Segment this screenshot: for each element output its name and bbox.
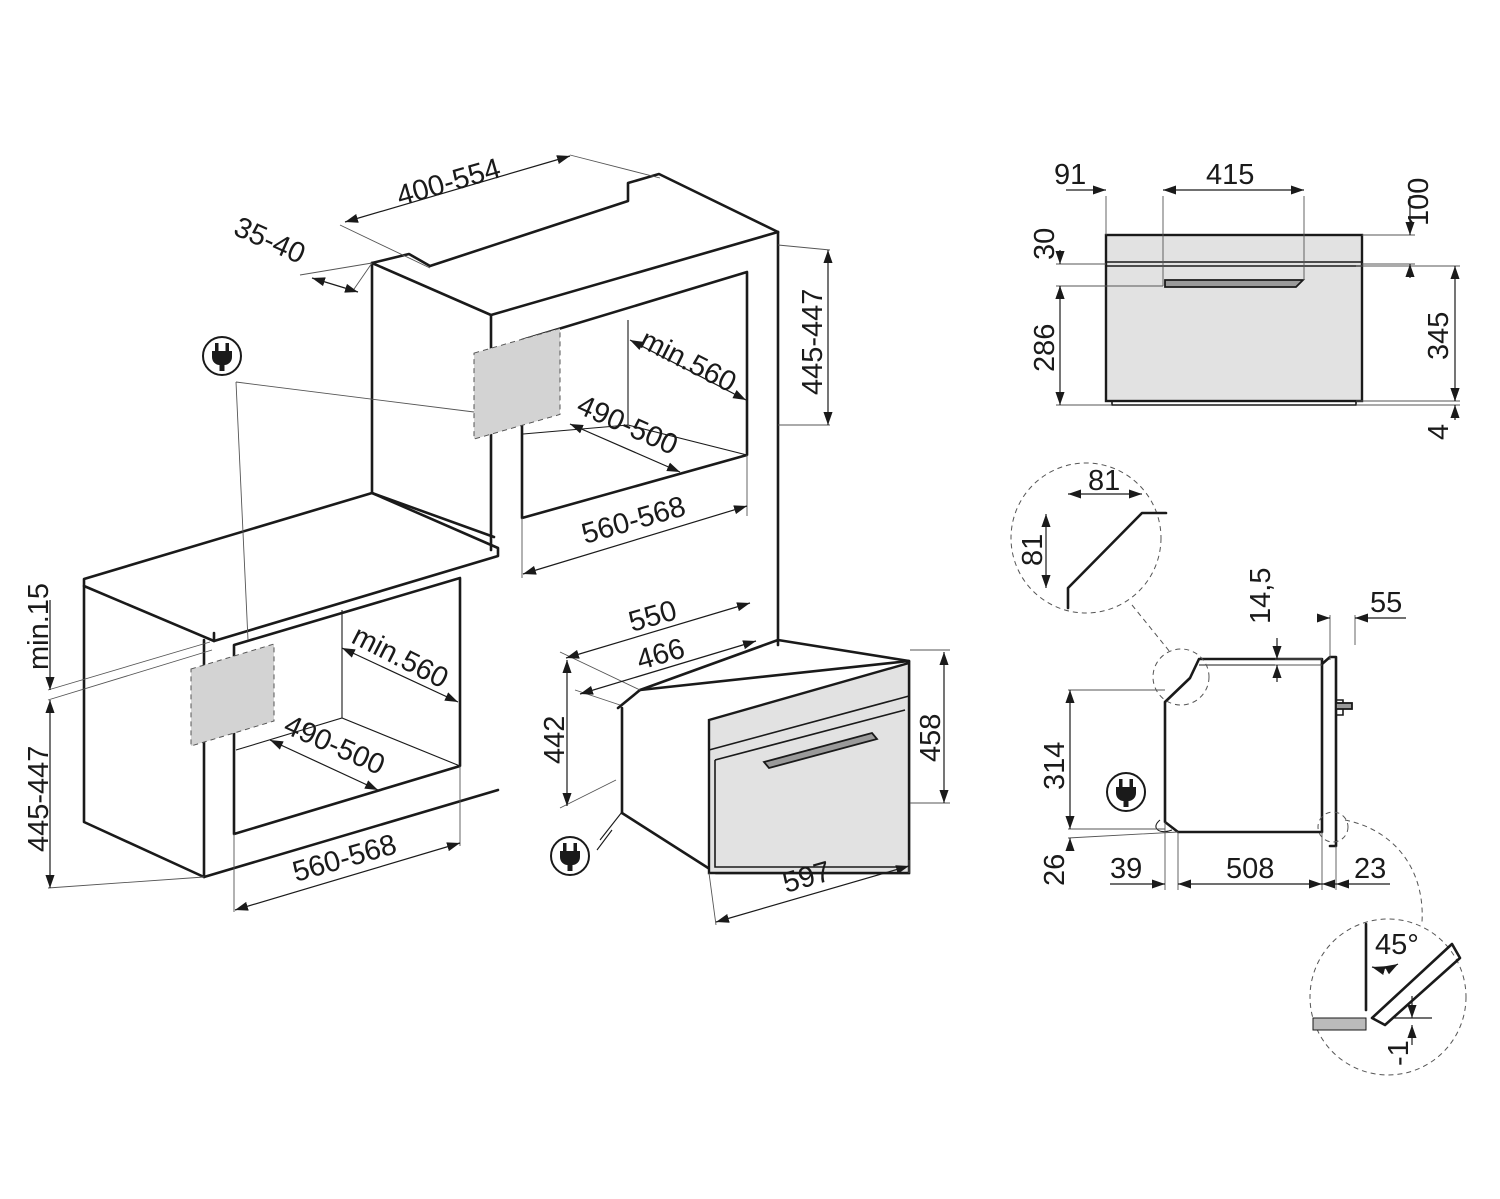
- extension-lines: [47, 154, 1460, 926]
- label-oven-height-front: 458: [915, 714, 947, 762]
- label-detail-offset: -1: [1383, 1040, 1415, 1066]
- power-plug-icon: [1106, 772, 1146, 812]
- label-front-top-offset: 100: [1403, 178, 1435, 226]
- label-front-bottom-offset: 4: [1423, 424, 1455, 440]
- label-upper-width: 560-568: [578, 491, 689, 551]
- label-side-front-offset: 23: [1354, 853, 1386, 885]
- label-detail-chamfer-h: 81: [1017, 534, 1049, 566]
- front-view: [1104, 233, 1364, 406]
- label-side-top-offset: 14,5: [1245, 568, 1277, 624]
- lower-cabinet: [82, 491, 500, 879]
- label-top-depth: 400-554: [393, 153, 504, 213]
- detail-circles: [1010, 462, 1467, 1076]
- label-oven-depth-body: 466: [633, 633, 688, 677]
- dimension-lines: [45, 155, 1460, 1045]
- label-front-total-height: 345: [1423, 312, 1455, 360]
- power-plug-icon: [202, 336, 242, 376]
- label-front-handle-width: 415: [1206, 159, 1254, 191]
- label-side-front-depth: 55: [1370, 587, 1402, 619]
- label-front-lower-height: 286: [1029, 324, 1061, 372]
- label-top-gap: 35-40: [229, 211, 310, 270]
- label-front-left-margin: 91: [1054, 159, 1086, 191]
- label-side-body-height: 314: [1039, 742, 1071, 790]
- label-side-body-depth: 508: [1226, 853, 1274, 885]
- label-detail-angle: 45°: [1375, 929, 1419, 961]
- power-plug-icon: [550, 836, 590, 876]
- label-oven-depth-total: 550: [625, 595, 680, 639]
- label-side-bottom-offset: 26: [1039, 854, 1071, 886]
- label-front-panel-height: 30: [1029, 228, 1061, 260]
- label-lower-min-gap: min.15: [23, 583, 55, 670]
- label-upper-depth: 490-500: [572, 389, 682, 462]
- label-upper-opening-height: 445-447: [797, 289, 829, 395]
- label-lower-width: 560-568: [289, 829, 400, 889]
- side-view: [1155, 655, 1353, 848]
- label-detail-chamfer-w: 81: [1088, 465, 1120, 497]
- label-oven-height-body: 442: [539, 716, 571, 764]
- label-side-rear-offset: 39: [1110, 853, 1142, 885]
- label-upper-min-depth: min.560: [635, 324, 741, 399]
- label-lower-opening-height: 445-447: [23, 746, 55, 852]
- oven-isometric: [596, 638, 911, 875]
